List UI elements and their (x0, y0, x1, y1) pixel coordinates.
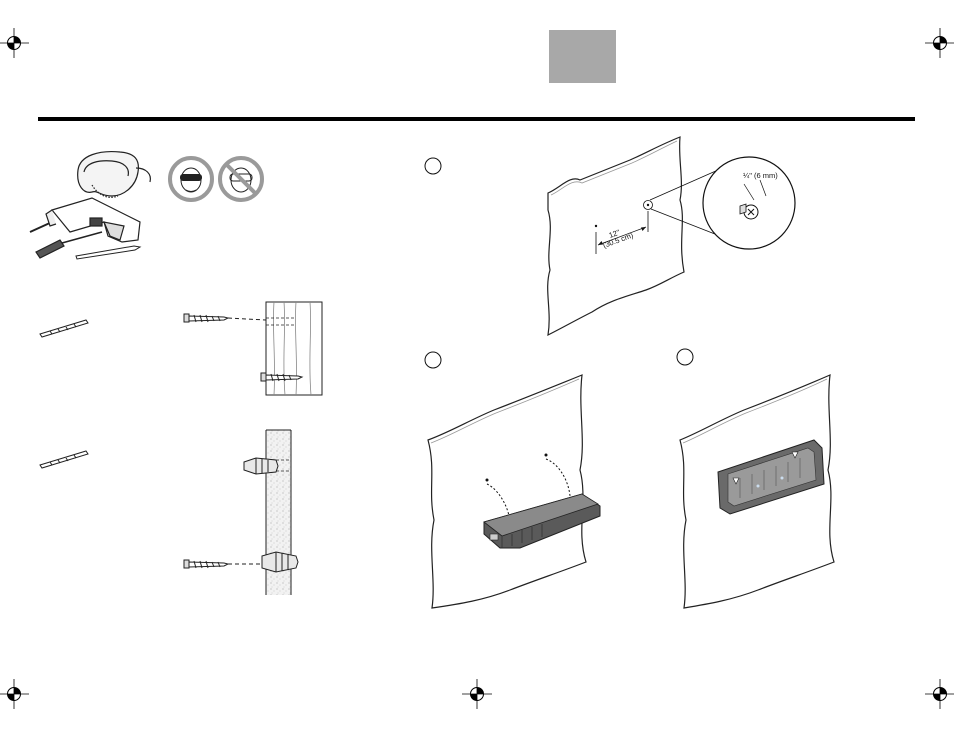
registration-mark-icon (0, 28, 29, 58)
wall-anchor-icon (262, 552, 298, 572)
no-protection-prohibited-icon (220, 158, 262, 200)
drill-bit-icon (40, 451, 88, 468)
screw-detail-callout: ¼" (6 mm) (703, 157, 795, 249)
wood-screw-icon (184, 314, 266, 322)
wood-screw-icon (184, 560, 262, 568)
wood-stud-diagram (266, 302, 322, 395)
drill-bit-icon (40, 320, 88, 337)
power-drill-icon (30, 198, 140, 242)
registration-mark-icon (462, 679, 492, 709)
pencil-icon (76, 246, 140, 259)
step1-marker (425, 158, 441, 174)
step2-wall-panel (428, 375, 586, 608)
registration-mark-icon (925, 679, 954, 709)
wear-eye-protection-icon (170, 158, 212, 200)
step1-wall-panel: 12" (30.5 cm) (548, 137, 720, 335)
step3-marker (677, 349, 693, 365)
screw-head-gap-label: ¼" (6 mm) (743, 171, 778, 180)
registration-mark-icon (925, 28, 954, 58)
registration-mark-icon (0, 679, 29, 709)
safety-goggles-icon (78, 152, 151, 198)
wall-anchor-icon (244, 458, 278, 474)
step2-marker (425, 352, 441, 368)
